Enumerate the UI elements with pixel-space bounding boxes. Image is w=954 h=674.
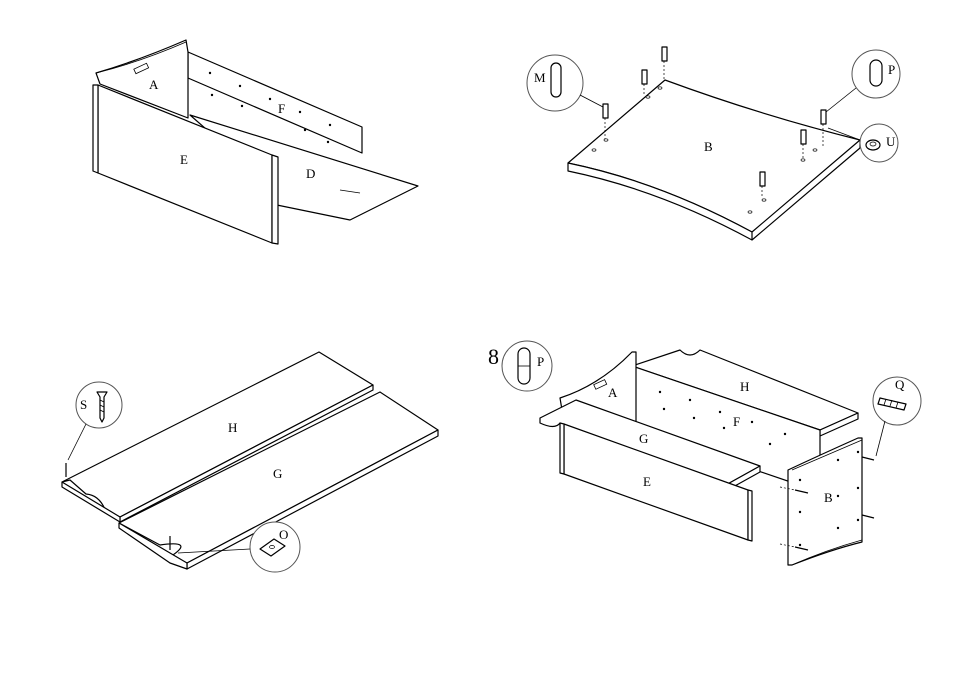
board-b	[568, 80, 860, 232]
label-s: S	[80, 397, 87, 412]
step2-assembly: M P U B	[527, 47, 900, 240]
label-a-4: A	[608, 385, 618, 400]
label-p: P	[888, 62, 895, 77]
label-g: G	[273, 466, 282, 481]
label-h: H	[228, 420, 237, 435]
label-d: D	[306, 166, 315, 181]
label-b-4: B	[824, 490, 833, 505]
label-f: F	[278, 101, 285, 116]
label-b: B	[704, 139, 713, 154]
label-e: E	[180, 152, 188, 167]
label-m: M	[534, 70, 546, 85]
label-h-4: H	[740, 379, 749, 394]
step-number: 8	[488, 344, 499, 369]
label-o: O	[279, 527, 288, 542]
label-e-4: E	[643, 474, 651, 489]
label-u: U	[886, 134, 896, 149]
step1-assembly: A F E D	[93, 40, 418, 244]
label-p-4: P	[537, 354, 544, 369]
step4-assembly: P Q 8 A H F G E B	[488, 341, 921, 565]
label-q: Q	[895, 377, 905, 392]
label-g-4: G	[639, 431, 648, 446]
label-a: A	[149, 77, 159, 92]
label-f-4: F	[733, 414, 740, 429]
step3-assembly: S O H G	[62, 352, 438, 572]
